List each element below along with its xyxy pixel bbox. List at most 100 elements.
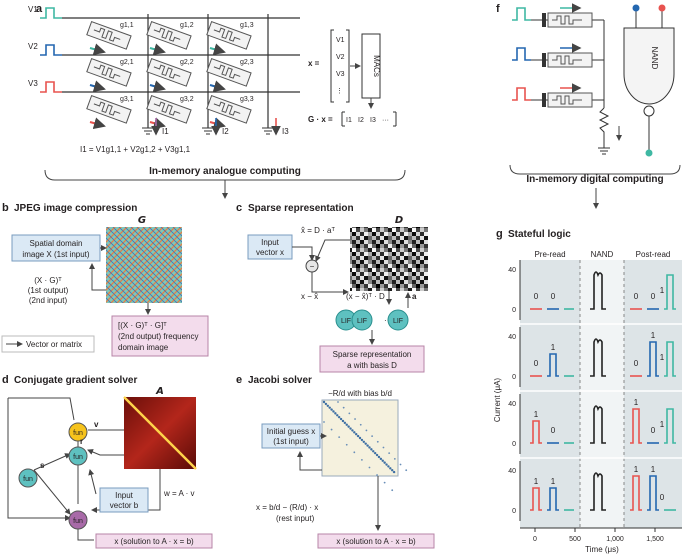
update-formula: (x − x̂)ᵀ · D [346,292,385,301]
conductance-label: g1,1 [120,22,134,29]
memristor-cell: g2,2 [146,57,194,93]
pre-read-bit: 1 [551,343,556,352]
panel-b-title: JPEG image compression [14,203,137,214]
post-read-bit: 1 [634,465,639,474]
col-nand: NAND [591,250,614,259]
var-v-label: v [94,420,99,429]
matrix-entry-off [388,452,391,455]
conductance-label: g1,2 [180,22,194,29]
matrix-entry-diag [368,446,371,449]
pre-read-bit: 0 [551,292,556,301]
memristor-cell: g1,1 [86,20,134,56]
matrix-entry-diag [372,450,375,453]
xhat-formula: x̂ = D · aᵀ [301,226,336,235]
freq-box-line2: (2nd output) frequency [118,332,199,341]
ground-symbol [262,127,274,135]
post-read-bit: 1 [660,420,665,429]
pre-read-bit: 1 [534,410,539,419]
current-flow-arrow [209,117,226,130]
jacobi-matrix-entries [322,400,408,492]
current-trace [530,420,542,444]
conductance-label: g2,2 [180,59,194,66]
matrix-entry-off [359,423,362,426]
current-trace [664,341,676,377]
matrix-entry-off [348,412,351,415]
matrix-entry-off [330,428,333,431]
post-read-bit: 1 [660,286,665,295]
matrix-entry-off [399,463,402,466]
memristor-cell: g2,3 [206,57,254,93]
matrix-entry-off [345,443,348,446]
x-tick-label: 1,000 [606,536,624,543]
nand-trace [590,472,606,511]
conductance-label: g3,1 [120,96,134,103]
post-read-bit: 0 [651,426,656,435]
panel-f-label: f [496,3,500,15]
matrix-entry-diag [351,429,354,432]
current-flow-arrow [89,43,106,56]
y-tick-label: 40 [508,468,516,475]
lif-neuron [351,309,373,331]
matrix-entry-diag [345,423,348,426]
x-axis-label: Time (μs) [585,545,619,554]
current-label-2: I2 [222,127,229,136]
matrix-entry-diag [381,459,384,462]
matrix-entry-diag [366,444,369,447]
matrix-entry-diag [343,421,347,425]
digital-title: In-memory digital computing [526,174,663,185]
panel-e-title: Jacobi solver [248,375,312,386]
x-tick-label: 1,500 [646,536,664,543]
lif-label: LIF [357,318,367,325]
function-node-label: fun [73,454,83,461]
conductance-label: g2,1 [120,59,134,66]
current-flow-arrow [209,80,226,93]
spatial-domain-line2: image X (1st input) [22,250,89,259]
function-node-label: fun [73,518,83,525]
current-trace [547,353,559,377]
matrix-d-image [350,227,428,291]
matrix-entry-off [360,458,363,461]
y-tick-label: 0 [512,508,516,515]
legend-box [1,335,95,353]
matrix-entry-diag [356,434,360,438]
pre-read-bit: 0 [551,426,556,435]
initial-guess-line2: (1st input) [273,437,309,446]
matrix-entry-diag [330,408,333,411]
panel-a-label: a [36,3,43,15]
matrix-entry-diag [375,453,379,457]
matrix-entry-diag [358,436,362,440]
function-node [68,422,88,442]
memristor-electrode [542,93,546,107]
col-post-read: Post-read [636,250,671,259]
w-formula: w = A · v [163,489,194,498]
d-output-text: x (solution to A · x = b) [114,537,194,546]
spatial-domain-line1: Spatial domain [30,239,83,248]
panel-e: e Jacobi solver −R/d with bias b/d Initi… [236,374,435,549]
current-label-1: I1 [162,127,169,136]
matrix-entry-diag [347,425,350,428]
conductance-label: g2,3 [240,59,254,66]
panel-d: d Conjugate gradient solver A funfunfunf… [2,374,213,549]
panel-g-label: g [496,228,503,240]
current-trace [664,274,676,310]
panel-d-title: Conjugate gradient solver [14,375,137,386]
matrix-entry-diag [387,465,390,468]
matrix-entry-diag [370,448,373,451]
matrix-entry-off [371,435,374,438]
voltage-label-3: V3 [28,79,38,88]
matrix-entry-diag [328,406,331,409]
a-label: a [412,292,417,301]
function-node-label: fun [23,476,33,483]
memristor-filament [552,95,582,105]
post-read-bit: 1 [634,398,639,407]
matrix-entry-off [393,457,396,460]
y-tick-label: 0 [512,441,516,448]
ground-symbol [142,127,154,135]
jacobi-iter-formula: x = b/d − (R/d) · x [256,503,318,512]
